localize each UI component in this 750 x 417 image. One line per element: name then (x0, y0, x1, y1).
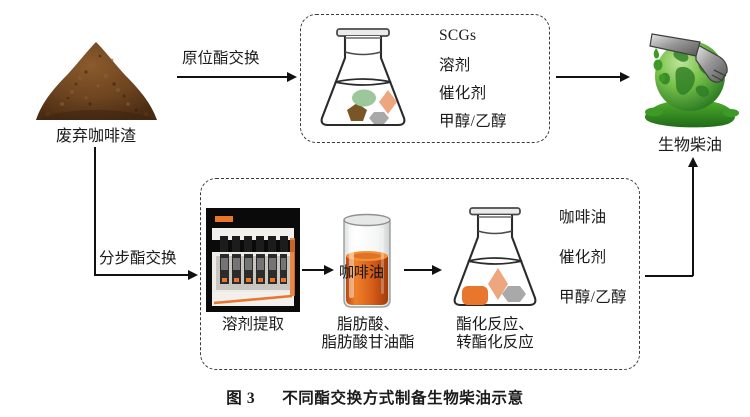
reaction-flask-icon (446, 206, 544, 310)
arrow-line-stepwise (94, 274, 190, 276)
arrow-line-oil-to-reaction (404, 269, 434, 271)
arrow-line-insitu (177, 76, 289, 78)
arrow-head-insitu-to-product (620, 71, 630, 82)
arrow-line-insitu-to-product (556, 76, 622, 78)
legend-item-label: SCGs (439, 27, 477, 44)
coffee-grounds-pile-icon (28, 26, 164, 126)
coffee-oil-inline-label: 咖啡油 (339, 265, 385, 281)
insitu-flask-icon (312, 26, 414, 130)
legend-item: 催化剂 (524, 244, 627, 268)
arrow-line-extract-to-oil (302, 269, 326, 271)
soxhlet-extraction-apparatus-icon (206, 208, 300, 312)
figure-caption-number: 图 3 (226, 390, 256, 407)
legend-item-label: 甲醇/乙醇 (439, 113, 507, 130)
legend-item: 甲醇/乙醇 (404, 108, 507, 132)
figure-caption: 图 3 不同酯交换方式制备生物柴油示意 (0, 386, 750, 408)
ellipse-icon (404, 53, 430, 75)
feedstock-label: 废弃咖啡渣 (55, 128, 136, 145)
reaction-flask-caption: 酯化反应、 转酯化反应 (456, 316, 534, 352)
connector-line-stepwise-up (692, 166, 694, 276)
legend-item-label: 催化剂 (439, 85, 487, 102)
arrow-head-stepwise-to-product (687, 157, 698, 167)
arrow-head-insitu (287, 71, 297, 82)
legend-item: SCGs (404, 24, 507, 48)
coffee-oil-caption: 脂肪酸、 脂肪酸甘油酯 (321, 316, 415, 352)
hexagon-icon (524, 285, 550, 307)
insitu-legend: SCGs 溶剂 催化剂 甲醇/乙醇 (404, 24, 507, 136)
stepwise-legend: 咖啡油 催化剂 甲醇/乙醇 (524, 204, 627, 312)
legend-item: 咖啡油 (524, 204, 627, 228)
figure-caption-text: 不同酯交换方式制备生物柴油示意 (282, 390, 524, 407)
legend-item: 溶剂 (404, 52, 507, 76)
legend-item-label: 甲醇/乙醇 (559, 289, 627, 306)
legend-item-label: 咖啡油 (559, 209, 607, 226)
green-earth-fuel-nozzle-icon (634, 18, 746, 136)
connector-line-vertical-left (94, 147, 96, 275)
legend-item-label: 溶剂 (439, 57, 471, 74)
beaker-coffee-oil-icon (336, 212, 398, 312)
diamond-icon (404, 81, 430, 103)
legend-item-label: 催化剂 (559, 249, 607, 266)
insitu-route-box (300, 14, 550, 143)
product-label: 生物柴油 (657, 137, 722, 154)
stepwise-route-box (200, 178, 640, 370)
legend-item: 甲醇/乙醇 (524, 284, 627, 308)
connector-line-stepwise-out (645, 275, 693, 277)
arrow-label-insitu: 原位酯交换 (182, 50, 260, 67)
extractor-label: 溶剂提取 (221, 316, 284, 333)
pentagon-icon (404, 25, 430, 47)
diamond-icon (524, 245, 550, 267)
arrow-label-stepwise: 分步酯交换 (99, 250, 177, 267)
arrow-head-stepwise (188, 269, 198, 280)
legend-item: 催化剂 (404, 80, 507, 104)
hexagon-icon (404, 109, 430, 131)
roundrect-icon (524, 205, 550, 227)
arrow-head-extract-to-oil (324, 264, 334, 275)
arrow-head-oil-to-reaction (432, 264, 442, 275)
